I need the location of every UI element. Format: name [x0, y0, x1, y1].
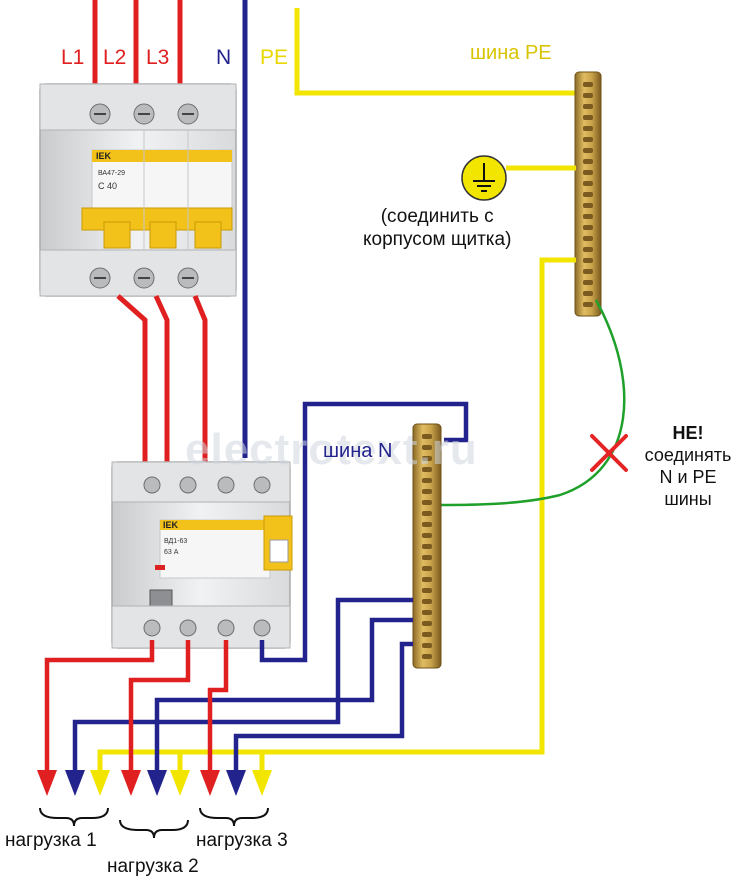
- phase-label-l2: L2: [103, 46, 127, 69]
- warning-title: НЕ!: [672, 423, 704, 443]
- bus-screw: [422, 632, 432, 637]
- bus-screw: [583, 137, 593, 142]
- ground-note-line1: (соединить с: [380, 206, 494, 227]
- load-braces: [39, 807, 269, 839]
- bus-screw: [583, 170, 593, 175]
- bus-screw: [422, 654, 432, 659]
- phase-label-l3: L3: [146, 46, 170, 69]
- bus-screw: [583, 93, 593, 98]
- pe-wire-down: [97, 257, 576, 770]
- bus-screw: [422, 555, 432, 560]
- bus-screw: [583, 302, 593, 307]
- bus-screw: [583, 148, 593, 153]
- phase-load1: [44, 640, 155, 770]
- phase-load2: [128, 640, 191, 770]
- bus-screw: [422, 643, 432, 648]
- neutral-label: N: [216, 46, 232, 69]
- bus-screw: [422, 467, 432, 472]
- load-2-label: нагрузка 2: [107, 856, 199, 877]
- phase-wires-mid: [116, 294, 208, 462]
- pe-bus-bar: [574, 71, 602, 317]
- bus-screw: [422, 588, 432, 593]
- n-bus-bar: [412, 423, 442, 669]
- bus-screw: [583, 214, 593, 219]
- bus-screw: [422, 533, 432, 538]
- bus-screw: [422, 522, 432, 527]
- bus-screw: [422, 599, 432, 604]
- bus-screw: [583, 291, 593, 296]
- breaker-model: ВА47-29: [98, 170, 126, 177]
- forbidden-cross-icon: [590, 434, 628, 472]
- bus-screw: [583, 82, 593, 87]
- warning-line2: N и PE: [659, 467, 717, 487]
- bus-screw: [583, 126, 593, 131]
- load-arrows: [37, 770, 272, 796]
- load-3-label: нагрузка 3: [196, 830, 288, 851]
- bus-screw: [422, 610, 432, 615]
- neutral-load1: [72, 597, 413, 770]
- watermark-text: electrotext.ru: [185, 425, 478, 474]
- bus-screw: [583, 192, 593, 197]
- ground-symbol: [461, 155, 507, 201]
- bus-screw: [422, 544, 432, 549]
- circuit-breaker: [39, 83, 237, 297]
- bus-screw: [583, 181, 593, 186]
- warning-line1: соединять: [644, 445, 732, 465]
- bus-screw: [422, 621, 432, 626]
- bus-screw: [583, 247, 593, 252]
- phase-wires-in: [92, 0, 183, 90]
- ground-note-line2: корпусом щитка): [363, 229, 512, 250]
- bus-screw: [422, 445, 432, 450]
- warning-note: НЕ! соединять N и PE шины: [632, 422, 744, 510]
- bus-screw: [422, 577, 432, 582]
- bus-screw: [583, 280, 593, 285]
- pe-label: PE: [260, 46, 289, 69]
- rcd-brand: IEK: [163, 520, 179, 530]
- rcd-model: ВД1-63: [164, 538, 188, 545]
- neutral-load3: [233, 641, 413, 770]
- bus-screw: [583, 236, 593, 241]
- bus-screw: [422, 456, 432, 461]
- bus-screw: [583, 225, 593, 230]
- load-1-label: нагрузка 1: [5, 830, 97, 851]
- bus-screw: [583, 159, 593, 164]
- rcd-device: [111, 461, 293, 649]
- bus-screw: [422, 566, 432, 571]
- bus-screw: [422, 489, 432, 494]
- bus-screw: [583, 258, 593, 263]
- pe-bus-label: шина PE: [470, 42, 552, 64]
- bus-screw: [583, 104, 593, 109]
- neutral-load2: [154, 617, 413, 770]
- bus-screw: [583, 269, 593, 274]
- breaker-rating: C 40: [98, 181, 118, 191]
- bus-screw: [422, 511, 432, 516]
- bus-screw: [583, 115, 593, 120]
- breaker-brand: IEK: [96, 151, 112, 161]
- bus-screw: [422, 434, 432, 439]
- rcd-rating: 63 А: [164, 549, 179, 556]
- neutral-rcd-to-bus: [259, 401, 469, 663]
- phase-load3: [207, 640, 229, 770]
- bus-screw: [422, 500, 432, 505]
- bus-screw: [422, 478, 432, 483]
- ground-note: (соединить с корпусом щитка): [363, 205, 511, 251]
- n-bus-label: шина N: [323, 440, 393, 462]
- warning-line3: шины: [664, 489, 712, 509]
- pe-wire-in: [294, 8, 580, 96]
- forbidden-link-wire: [439, 299, 626, 507]
- bus-screw: [583, 203, 593, 208]
- phase-label-l1: L1: [61, 46, 85, 69]
